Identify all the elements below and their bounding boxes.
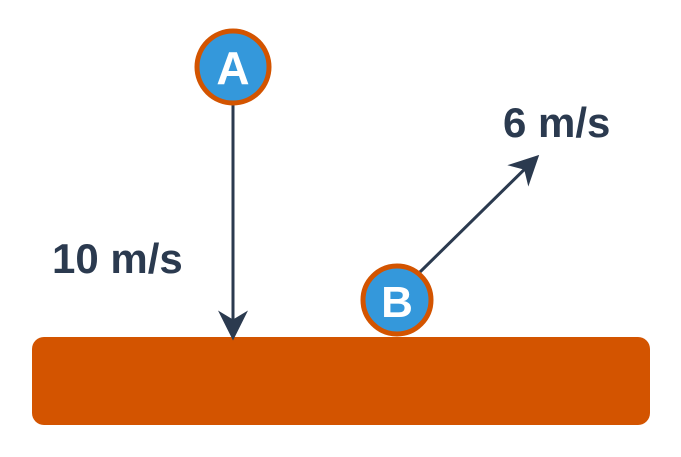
ball-b: B (360, 263, 434, 337)
velocity-label-a: 10 m/s (52, 235, 183, 282)
ball-a: A (194, 28, 272, 106)
velocity-label-b: 6 m/s (503, 99, 610, 146)
ground-surface (32, 337, 650, 425)
velocity-arrow-b (418, 154, 540, 274)
ball-a-label: A (216, 42, 249, 94)
ball-b-label: B (381, 278, 413, 327)
